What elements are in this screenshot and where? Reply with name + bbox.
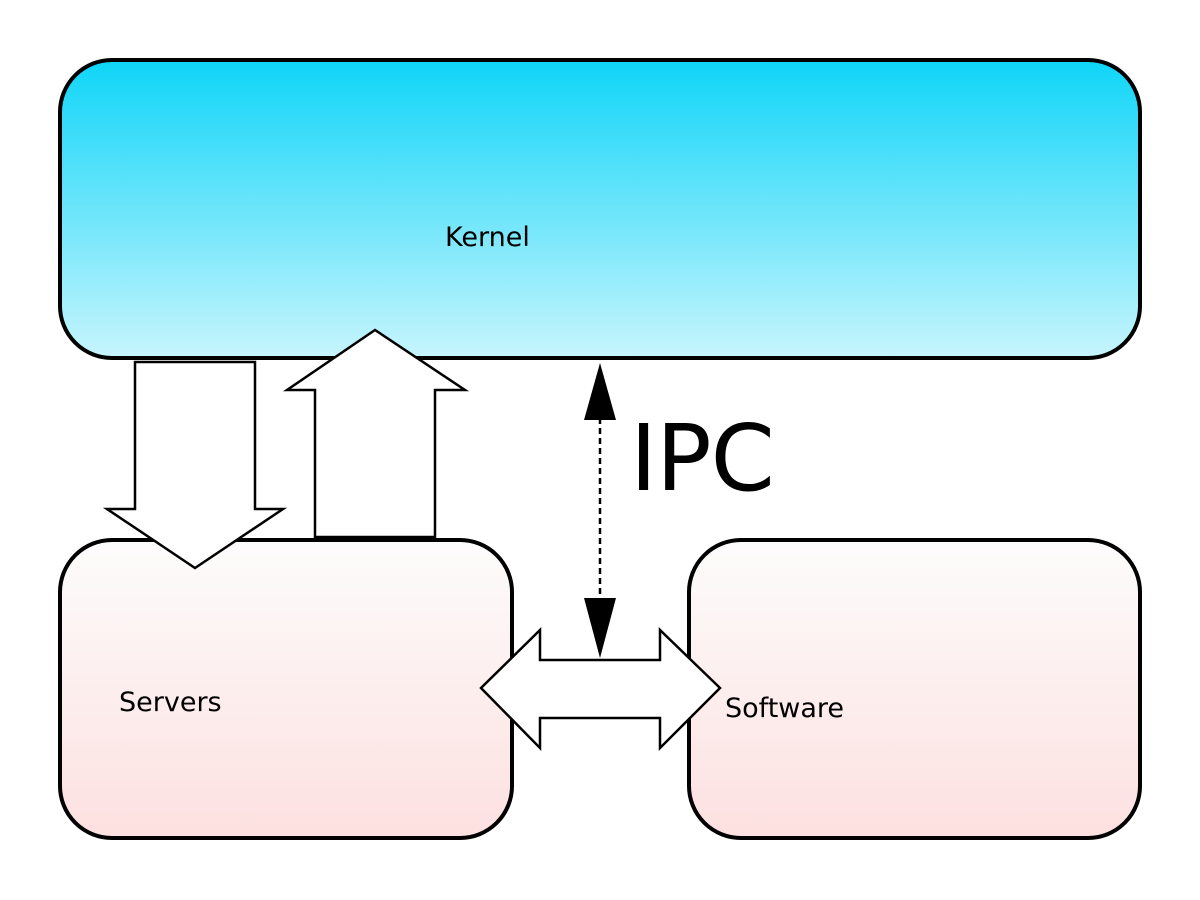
kernel-label: Kernel [445, 222, 530, 253]
kernel-box [58, 58, 1142, 360]
kernel-to-servers-arrow [102, 360, 288, 570]
servers-label: Servers [119, 687, 222, 718]
ipc-arrowhead-down [584, 598, 616, 658]
software-label: Software [725, 693, 845, 724]
software-box [687, 538, 1142, 840]
ipc-arrowhead-up [584, 363, 616, 420]
ipc-label: IPC [630, 405, 775, 512]
servers-software-arrow [479, 627, 722, 752]
servers-to-kernel-arrow [282, 328, 470, 539]
ipc-arrow [584, 363, 616, 658]
